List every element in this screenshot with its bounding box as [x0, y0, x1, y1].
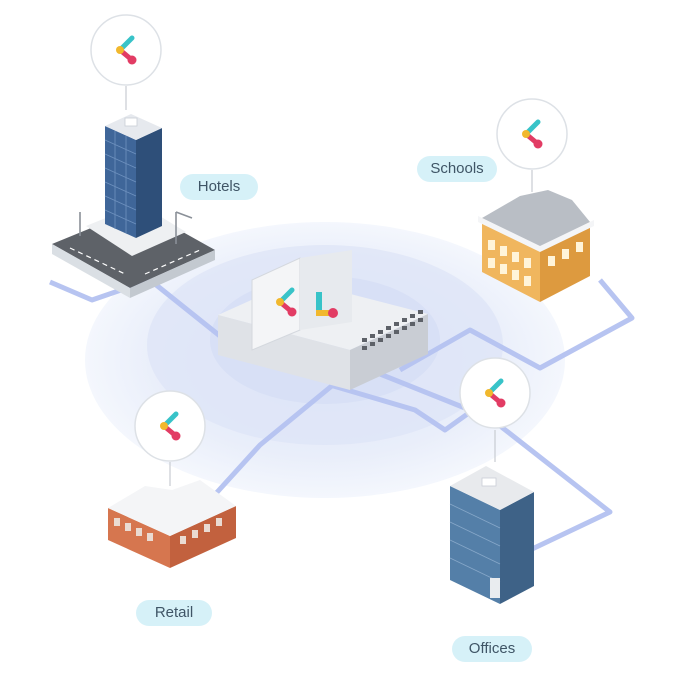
pin-circle — [459, 357, 531, 429]
switch-ports — [362, 310, 423, 350]
pin-circle — [134, 390, 206, 462]
roof-unit — [124, 117, 138, 127]
label-retail: Retail — [136, 600, 212, 626]
label-schools: Schools — [417, 156, 497, 182]
retail-building — [108, 480, 236, 568]
office-side — [500, 492, 534, 604]
label-offices: Offices — [452, 636, 532, 662]
central-switch — [218, 250, 428, 390]
pin-circle — [90, 14, 162, 86]
pin-hotels — [90, 14, 162, 110]
office-roof-unit — [481, 477, 497, 487]
school-parapet — [478, 216, 594, 252]
road-marking-1 — [69, 247, 126, 275]
road-marking-2 — [144, 249, 201, 275]
pin-offices — [459, 357, 531, 462]
schools-building — [478, 190, 594, 302]
offices-building — [449, 466, 534, 604]
connector-offices — [369, 367, 613, 553]
switch-card-back — [300, 250, 352, 330]
pin-schools — [496, 98, 568, 192]
school-windows — [488, 240, 583, 286]
office-roof — [450, 466, 534, 510]
retail-roof — [108, 480, 236, 536]
skyscraper-side — [136, 128, 162, 238]
hotels-building — [52, 114, 215, 298]
office-front — [450, 486, 500, 604]
retail-front — [108, 508, 170, 568]
pin-circle — [496, 98, 568, 170]
switch-front — [218, 315, 350, 390]
switch-side — [350, 314, 428, 390]
school-roof — [482, 190, 590, 248]
street-lamp-arm — [175, 211, 193, 219]
skyscraper-front — [105, 126, 136, 238]
pin-retail — [134, 390, 206, 486]
connector-offices-2 — [329, 382, 482, 433]
road-block-right — [130, 250, 215, 298]
road-block-left — [52, 244, 130, 298]
skyscraper-roof — [105, 114, 162, 140]
retail-windows — [114, 518, 222, 544]
skyscraper-windows — [104, 131, 137, 233]
office-entrance — [490, 578, 500, 598]
connector-schools — [398, 278, 635, 373]
switch-logo-right-icon — [316, 292, 338, 318]
label-hotels: Hotels — [180, 174, 258, 200]
